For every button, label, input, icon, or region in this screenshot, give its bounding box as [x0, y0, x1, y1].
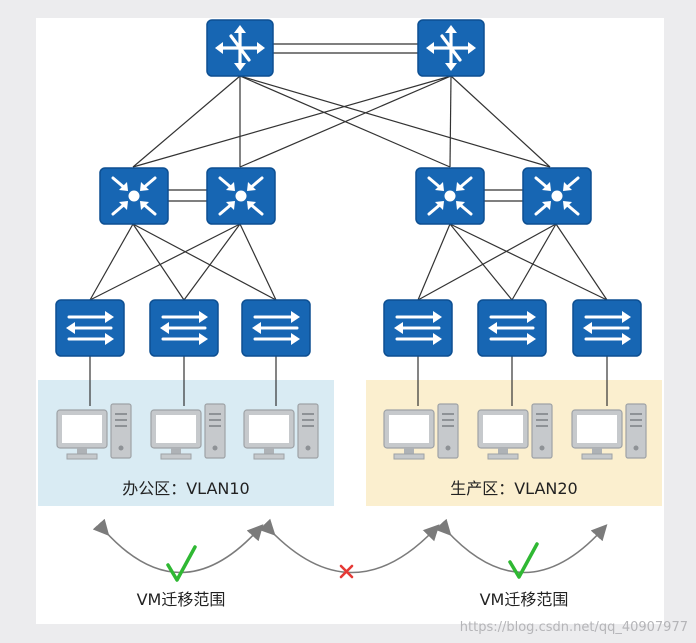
aggregation-links: [89, 189, 608, 301]
production-zone-label: 生产区：VLAN20: [450, 479, 578, 498]
migration-range-label-left: VM迁移范围: [137, 590, 226, 609]
aggregation-switch-icon-1: [98, 166, 170, 226]
core-router-icon-left: [205, 18, 275, 78]
access-switch-icon-5: [476, 298, 548, 358]
aggregation-switch-icon-2: [205, 166, 277, 226]
cross-zone-migration-arc: [258, 518, 440, 574]
access-switch-icon-6: [571, 298, 643, 358]
core-links: [132, 43, 551, 168]
denied-cross-icon: [339, 564, 354, 579]
migration-range-label-right: VM迁移范围: [480, 590, 569, 609]
office-migration-arc: [92, 518, 264, 574]
access-switch-icon-1: [54, 298, 126, 358]
access-links: [89, 356, 608, 406]
watermark-text: https://blog.csdn.net/qq_40907977: [460, 620, 688, 635]
allowed-check-icon-right: [508, 542, 539, 579]
core-router-icon-right: [416, 18, 486, 78]
office-zone-label: 办公区：VLAN10: [122, 479, 250, 498]
access-switch-icon-3: [240, 298, 312, 358]
aggregation-switch-icon-3: [414, 166, 486, 226]
aggregation-switch-icon-4: [521, 166, 593, 226]
access-switch-icon-2: [148, 298, 220, 358]
access-switch-icon-4: [382, 298, 454, 358]
production-migration-arc: [434, 518, 608, 574]
allowed-check-icon-left: [166, 545, 197, 582]
